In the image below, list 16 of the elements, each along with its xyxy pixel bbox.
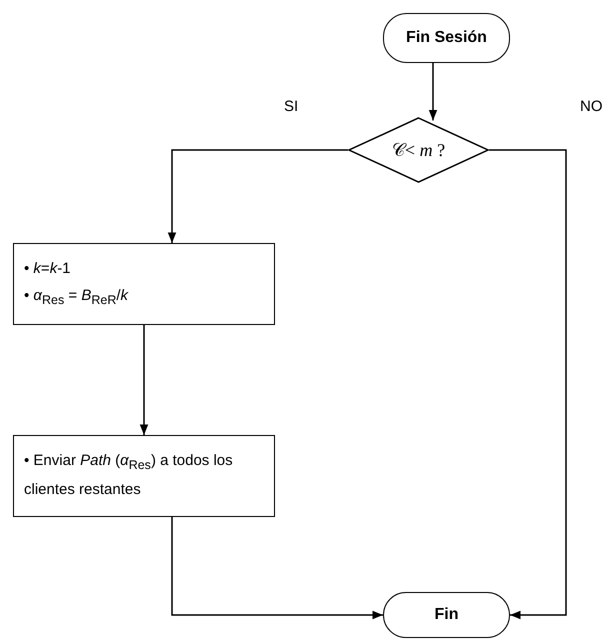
process-box xyxy=(13,435,275,517)
process-box xyxy=(13,243,275,325)
arrow xyxy=(171,517,383,620)
terminal-box xyxy=(383,592,510,638)
bullet-item: • k=k-1 xyxy=(24,259,72,280)
arrow xyxy=(428,63,438,120)
bullet-item: • α$_{Res}$ = B$_{ReR}$/k xyxy=(24,286,128,309)
arrow xyxy=(140,325,148,435)
terminal-text: Fin Sesión xyxy=(406,29,487,47)
decision-text: 𝒞< m ? xyxy=(392,140,446,160)
arrow xyxy=(168,149,348,243)
decision-diamond xyxy=(348,117,489,183)
bullet-item: • Enviar Path (α$_{Res}$) a todos los clientes restantes xyxy=(24,451,234,500)
arrow xyxy=(489,149,567,620)
terminal-box xyxy=(383,13,510,63)
terminal-text: Fin xyxy=(434,606,458,624)
